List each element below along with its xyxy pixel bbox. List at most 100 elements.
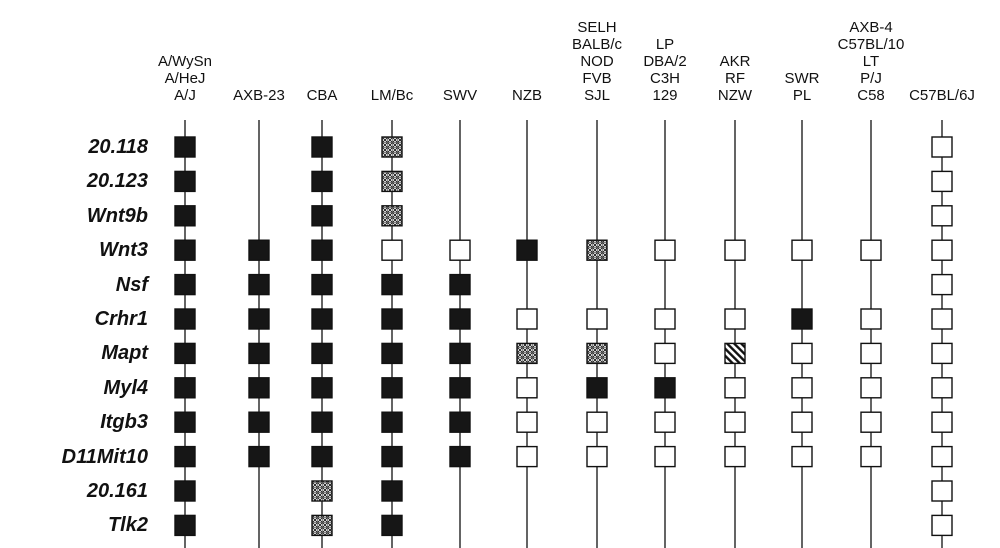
cell-black (516, 239, 538, 261)
column-header-c2: CBA (272, 87, 372, 104)
cell-white (860, 342, 882, 365)
cell-white (516, 377, 538, 399)
cell-black (311, 377, 333, 399)
strain-label: CBA (306, 87, 338, 104)
strain-label: LT (862, 53, 880, 70)
cell-black (174, 342, 196, 365)
cell-white (931, 273, 953, 296)
strain-label: NZB (512, 87, 542, 104)
cell-black (311, 342, 333, 365)
cell-black (248, 239, 270, 261)
cell-black (381, 273, 403, 296)
marker-label: 20.123 (86, 170, 148, 193)
strain-label: LM/Bc (370, 87, 414, 104)
marker-label: Wnt3 (99, 239, 148, 262)
cell-black (174, 273, 196, 296)
cell-white (654, 342, 676, 365)
cell-black (248, 377, 270, 399)
cell-black (248, 342, 270, 365)
strain-label: RF (725, 70, 745, 87)
cell-black (449, 273, 471, 296)
cell-white (791, 377, 813, 399)
cell-white (931, 411, 953, 433)
cell-checkered (381, 170, 403, 193)
strain-label: LP (655, 36, 675, 53)
strain-label: 129 (652, 87, 678, 104)
cell-black (174, 136, 196, 158)
cell-black (311, 411, 333, 433)
cell-black (174, 377, 196, 399)
cell-white (654, 445, 676, 468)
cell-checkered (516, 342, 538, 365)
marker-label: Crhr1 (94, 308, 148, 330)
cell-checkered (381, 205, 403, 227)
cell-black (311, 445, 333, 468)
marker-label: Itgb3 (100, 411, 148, 434)
cell-white (931, 445, 953, 468)
cell-white (860, 239, 882, 261)
marker-label: Mapt (101, 342, 148, 365)
cell-black (791, 308, 813, 330)
cell-black (311, 308, 333, 330)
marker-label: Wnt9b (86, 204, 148, 227)
cell-black (381, 377, 403, 399)
cell-black (381, 480, 403, 502)
strain-label: C57BL/6J (909, 87, 975, 104)
cell-white (931, 480, 953, 502)
cell-white (931, 170, 953, 193)
cell-checkered (586, 342, 608, 365)
marker-label: 20.118 (88, 136, 148, 158)
strain-label: A/WySn (157, 53, 213, 70)
cell-white (516, 308, 538, 330)
cell-white (931, 377, 953, 399)
cell-black (381, 308, 403, 330)
cell-black (381, 445, 403, 468)
cell-black (311, 273, 333, 296)
cell-white (724, 239, 746, 261)
cell-checkered (311, 480, 333, 502)
cell-black (449, 342, 471, 365)
cell-white (860, 308, 882, 330)
cell-white (724, 445, 746, 468)
strain-label: P/J (860, 70, 882, 87)
strain-label: A/J (174, 87, 196, 104)
cell-black (381, 514, 403, 537)
strain-label: PL (792, 87, 812, 104)
cell-white (449, 239, 471, 261)
cell-black (248, 273, 270, 296)
cell-white (931, 136, 953, 158)
column-header-c3: LM/Bc (342, 87, 442, 104)
cell-black (311, 170, 333, 193)
cell-black (311, 239, 333, 261)
cell-black (174, 170, 196, 193)
cell-white (654, 411, 676, 433)
cell-white (791, 445, 813, 468)
strain-label: AXB-4 (849, 19, 893, 36)
cell-black (449, 308, 471, 330)
cell-white (860, 377, 882, 399)
marker-label: Myl4 (103, 376, 148, 399)
strain-label: SELH (577, 19, 617, 36)
cell-black (248, 411, 270, 433)
cell-white (724, 377, 746, 399)
column-header-c4: SWV (410, 87, 510, 104)
cell-checkered (311, 514, 333, 537)
cell-black (311, 205, 333, 227)
cell-black (174, 514, 196, 537)
cell-white (586, 445, 608, 468)
cell-black (174, 205, 196, 227)
cell-white (860, 445, 882, 468)
cell-black (174, 480, 196, 502)
strain-label: AXB-23 (233, 87, 285, 104)
cell-black (174, 308, 196, 330)
cell-black (654, 377, 676, 399)
cell-white (586, 411, 608, 433)
